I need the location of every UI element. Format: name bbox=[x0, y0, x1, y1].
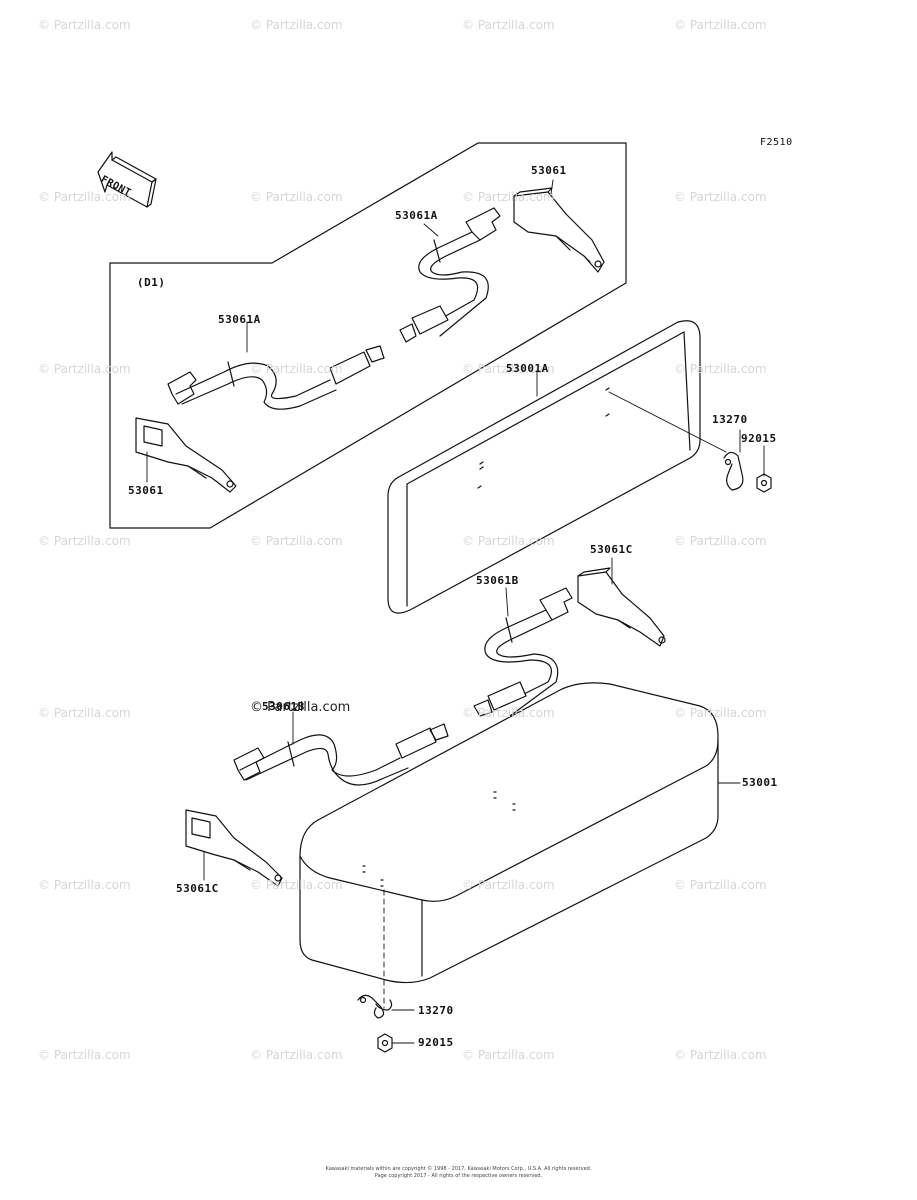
front-arrow-icon bbox=[97, 151, 157, 208]
leader-lines bbox=[146, 179, 765, 1044]
watermark: © Partzilla.com bbox=[38, 706, 131, 720]
watermark: © Partzilla.com bbox=[38, 190, 131, 204]
part-label-53061c-left[interactable]: 53061C bbox=[176, 882, 219, 895]
belt-strap-top bbox=[399, 207, 501, 343]
watermark: © Partzilla.com bbox=[250, 534, 343, 548]
part-label-53061a-top[interactable]: 53061A bbox=[395, 209, 438, 222]
belt-buckle-right-lower bbox=[577, 567, 666, 647]
figure-id: F2510 bbox=[760, 137, 793, 148]
belt-strap-left-lower bbox=[233, 723, 449, 786]
part-label-53061b-left[interactable]: 53061B bbox=[262, 700, 305, 713]
part-label-53001[interactable]: 53001 bbox=[742, 776, 778, 789]
part-label-53001a[interactable]: 53001A bbox=[506, 362, 549, 375]
watermark: © Partzilla.com bbox=[462, 18, 555, 32]
watermark: © Partzilla.com bbox=[250, 18, 343, 32]
variant-label: (D1) bbox=[137, 276, 166, 289]
nut-right bbox=[756, 473, 772, 493]
watermark: © Partzilla.com bbox=[38, 362, 131, 376]
variant-outline-box bbox=[109, 142, 627, 529]
belt-buckle-left-lower bbox=[185, 809, 283, 887]
watermark: © Partzilla.com bbox=[250, 190, 343, 204]
watermark: © Partzilla.com bbox=[38, 878, 131, 892]
watermark: © Partzilla.com bbox=[462, 878, 555, 892]
watermark: © Partzilla.com bbox=[462, 190, 555, 204]
watermark: © Partzilla.com bbox=[674, 534, 767, 548]
belt-buckle-left bbox=[135, 417, 237, 493]
watermark: © Partzilla.com bbox=[462, 706, 555, 720]
part-label-92015-bottom[interactable]: 92015 bbox=[418, 1036, 454, 1049]
belt-buckle-top bbox=[513, 187, 605, 273]
watermark: © Partzilla.com bbox=[38, 534, 131, 548]
watermark: © Partzilla.com bbox=[674, 18, 767, 32]
copyright-line-1: Kawasaki materials within are copyright … bbox=[325, 1166, 592, 1172]
nut-bottom bbox=[377, 1033, 393, 1053]
seat-back-cushion bbox=[387, 320, 701, 614]
belt-strap-right-lower bbox=[473, 587, 573, 717]
watermark: © Partzilla.com bbox=[674, 362, 767, 376]
copyright-line-2: Page copyright 2017 - All rights of the … bbox=[374, 1173, 543, 1179]
watermark: © Partzilla.com bbox=[462, 534, 555, 548]
part-label-13270-right[interactable]: 13270 bbox=[712, 413, 748, 426]
watermark: © Partzilla.com bbox=[462, 362, 555, 376]
watermark: © Partzilla.com bbox=[674, 1048, 767, 1062]
part-label-13270-bottom[interactable]: 13270 bbox=[418, 1004, 454, 1017]
watermark: © Partzilla.com bbox=[250, 878, 343, 892]
part-label-53061-top[interactable]: 53061 bbox=[531, 164, 567, 177]
part-label-53061-left[interactable]: 53061 bbox=[128, 484, 164, 497]
watermark: © Partzilla.com bbox=[674, 706, 767, 720]
clamp-right bbox=[723, 451, 744, 491]
watermark: © Partzilla.com bbox=[250, 1048, 343, 1062]
watermark: © Partzilla.com bbox=[674, 190, 767, 204]
watermark: © Partzilla.com bbox=[674, 878, 767, 892]
belt-strap-left bbox=[167, 345, 385, 410]
part-label-53061c-right[interactable]: 53061C bbox=[590, 543, 633, 556]
seat-cushion bbox=[299, 682, 719, 984]
watermark: © Partzilla.com bbox=[250, 362, 343, 376]
watermark: © Partzilla.com bbox=[38, 18, 131, 32]
part-label-53061a-left[interactable]: 53061A bbox=[218, 313, 261, 326]
clamp-bottom bbox=[357, 994, 393, 1019]
watermark: © Partzilla.com bbox=[250, 700, 351, 715]
copyright-notice: Kawasaki materials within are copyright … bbox=[0, 1166, 917, 1180]
part-label-92015-right[interactable]: 92015 bbox=[741, 432, 777, 445]
part-label-53061b-right[interactable]: 53061B bbox=[476, 574, 519, 587]
watermark: © Partzilla.com bbox=[462, 1048, 555, 1062]
watermark: © Partzilla.com bbox=[38, 1048, 131, 1062]
